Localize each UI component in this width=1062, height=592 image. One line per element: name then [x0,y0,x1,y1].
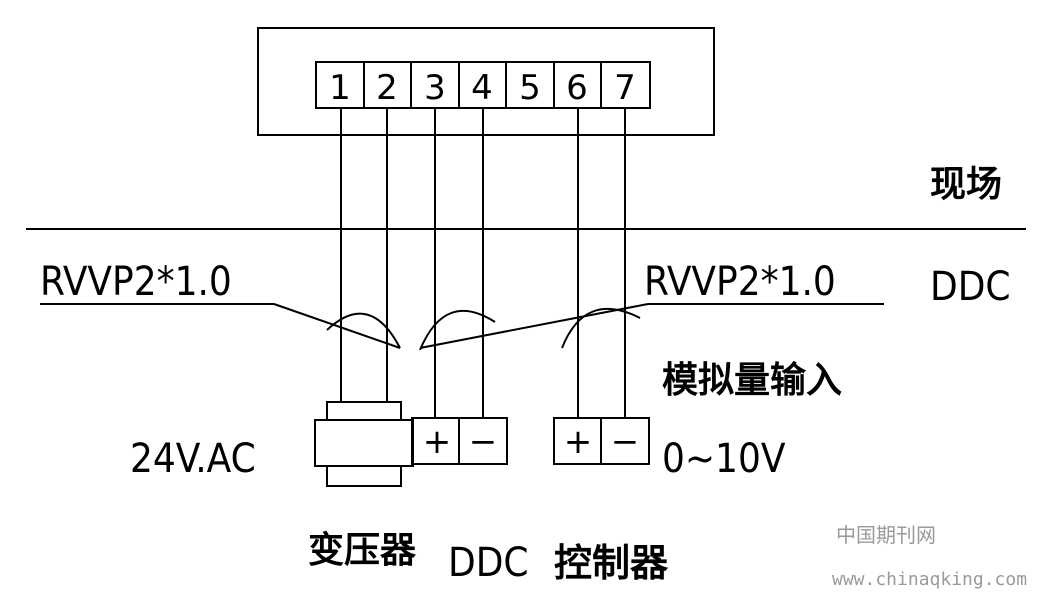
analog-input-label: 模拟量输入 [662,360,842,401]
ddc-terminal-group-right: + − [553,417,650,465]
terminal-7: 7 [614,68,636,108]
transformer-label: 变压器 [308,529,417,571]
terminal-3: 3 [424,68,446,108]
ddc-controller-label: DDC [448,540,529,586]
terminal-5: 5 [519,68,541,108]
watermark-cn: 中国期刊网 [836,523,936,547]
terminal-1: 1 [329,68,351,108]
controller-label: 控制器 [554,541,669,585]
plus-terminal-right: + [564,422,593,462]
terminal-2: 2 [376,68,398,108]
shield-arc-2 [419,309,496,351]
cable-spec-left: RVVP2*1.0 [40,259,232,305]
cable-callout-right: RVVP2*1.0 [419,259,884,349]
supply-voltage-label: 24V.AC [130,436,256,482]
watermark-url: www.chinaqking.com [832,569,1027,590]
plus-terminal-left: + [423,422,452,462]
cable-spec-right: RVVP2*1.0 [644,259,836,305]
wires [340,108,626,418]
shield-arc-1 [326,312,401,349]
ddc-zone-label: DDC [930,264,1011,310]
minus-terminal-right: − [611,422,640,462]
transformer-symbol [314,401,414,487]
field-zone-label: 现场 [930,164,1002,205]
shield-arc-3 [561,308,641,349]
minus-terminal-left: − [469,422,498,462]
terminal-6: 6 [566,68,588,108]
signal-range-label: 0~10V [662,436,786,482]
ddc-terminal-group-left: + − [411,417,508,465]
cable-callout-left: RVVP2*1.0 [40,259,401,349]
field-device-box [257,27,715,136]
terminal-block: 1 2 3 4 5 6 7 [315,61,651,109]
terminal-4: 4 [471,68,493,108]
